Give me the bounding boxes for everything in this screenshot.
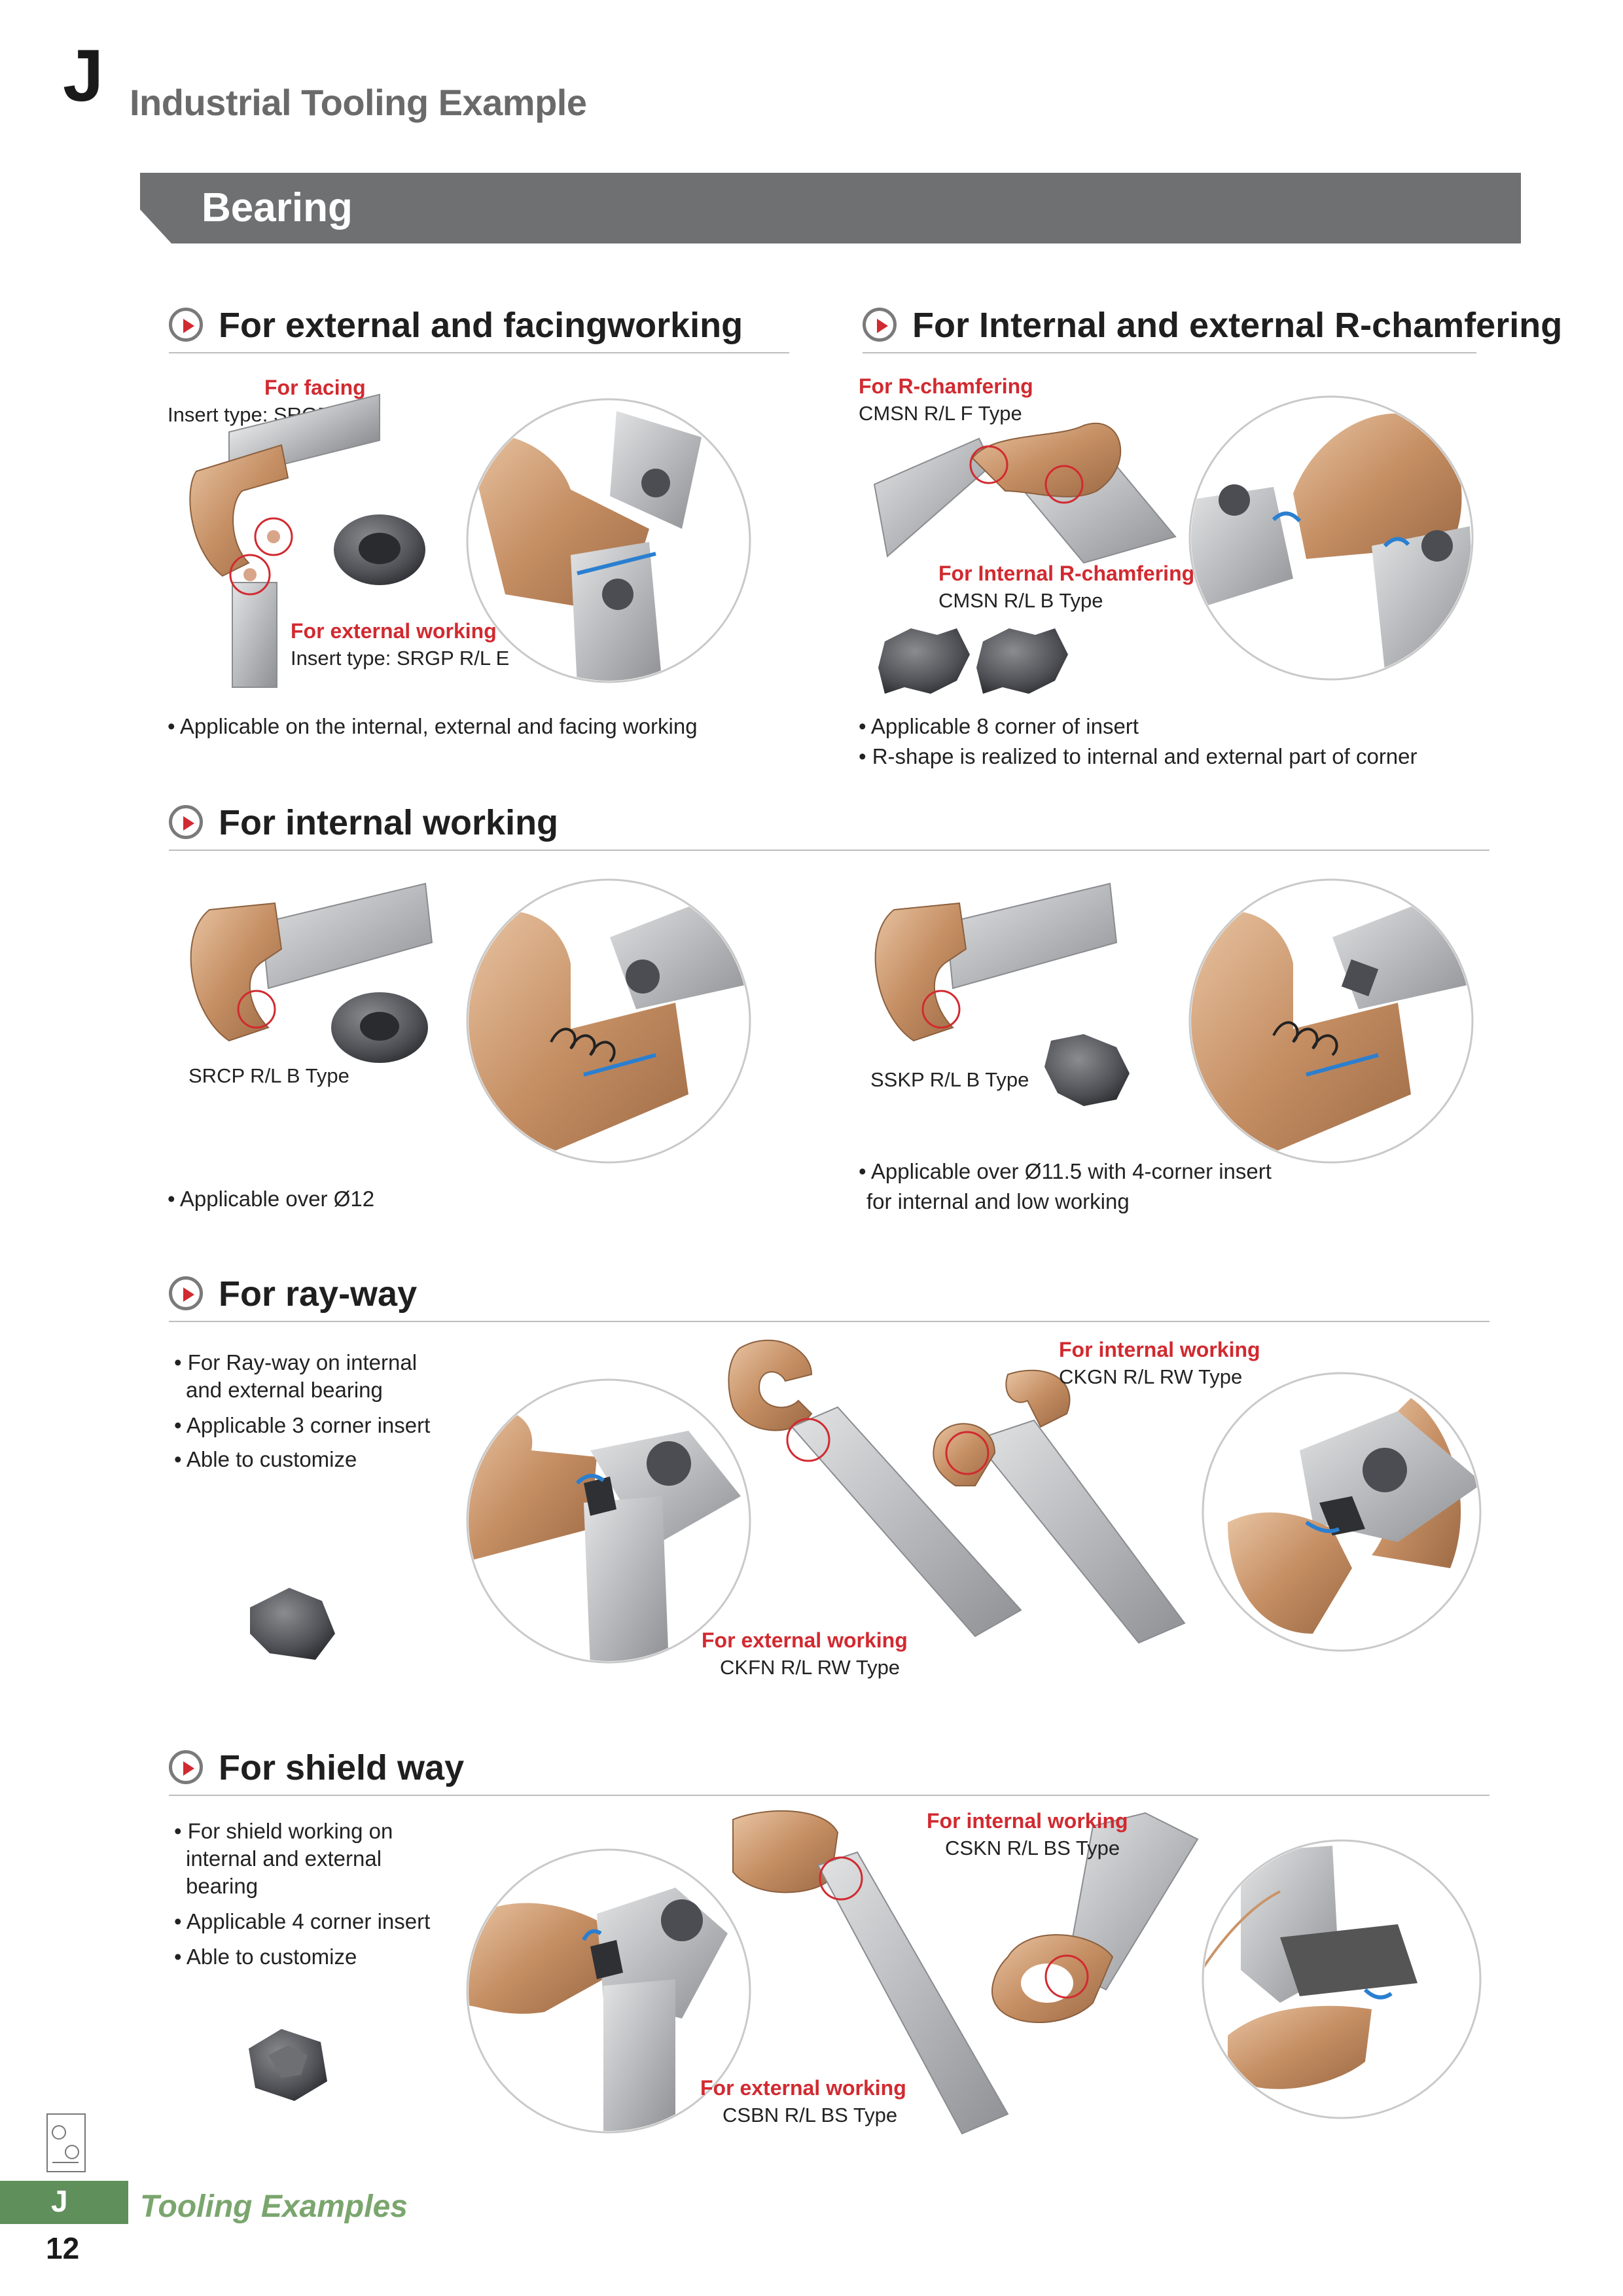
section-title-internal-working: For internal working [219,803,559,842]
bullet-ray-way-3: • Able to customize [174,1447,357,1471]
label-sskp-type: SSKP R/L B Type [870,1068,1029,1091]
label-r-chamfer-type: CMSN R/L F Type [859,402,1022,425]
label-shield-internal-type: CSKN R/L BS Type [945,1837,1120,1859]
bullet-shield-1c: bearing [186,1874,259,1898]
bullet-external-facing: • Applicable on the internal, external a… [168,714,698,738]
play-icon [169,308,203,342]
sskp-zoom-circle [1188,878,1474,1164]
facing-tool-illustration [189,393,425,688]
footer-thumbnail-icon [46,2113,86,2172]
bullet-ray-way-1b: and external bearing [186,1378,383,1402]
bullet-shield-1: • For shield working on [174,1819,393,1843]
label-ray-way-external: For external working [702,1628,908,1652]
chapter-title: Industrial Tooling Example [130,82,587,123]
label-ray-way-internal: For internal working [1059,1338,1260,1361]
label-for-external-working: For external working [291,619,497,643]
srcp-zoom-circle [466,878,751,1164]
label-srcp-type: SRCP R/L B Type [188,1064,349,1087]
section-rule [169,1795,1489,1796]
page-number: 12 [46,2231,80,2265]
section-banner [140,173,1521,243]
label-internal-r-chamfer-type: CMSN R/L B Type [938,589,1103,612]
ray-way-int-zoom-circle [1202,1372,1482,1652]
section-rule [169,352,789,353]
play-icon [863,308,897,342]
label-for-internal-r-chamfering: For Internal R-chamfering [938,562,1195,585]
bullet-r-chamfer-1: • Applicable 8 corner of insert [859,714,1139,738]
shield-way-insert [249,2029,327,2101]
ray-way-tools-illustration [728,1339,1186,1644]
label-shield-internal: For internal working [927,1809,1128,1833]
srcp-tool-illustration [190,882,433,1063]
ray-way-insert [250,1588,335,1660]
bullet-ray-way-1: • For Ray-way on internal [174,1350,418,1374]
facing-zoom-circle [466,398,751,683]
bullet-ray-way-2: • Applicable 3 corner insert [174,1413,431,1437]
r-chamfer-inserts [878,628,1068,694]
footer-chapter-tab [0,2181,128,2224]
section-title-external-facing: For external and facingworking [219,306,743,345]
section-rule [169,1321,1489,1322]
footer-section-name: Tooling Examples [140,2189,408,2224]
section-title-r-chamfering: For Internal and external R-chamfering [912,306,1563,345]
bullet-internal-right-2: for internal and low working [866,1189,1130,1213]
r-chamfer-tool-illustration [873,423,1177,564]
shield-way-int-zoom-circle [1202,1839,1482,2119]
label-for-facing: For facing [264,376,366,399]
shield-way-tools-illustration [732,1810,1199,2135]
section-title-shield-way: For shield way [219,1748,465,1787]
label-shield-external: For external working [700,2076,906,2100]
ray-way-ext-zoom-circle [466,1378,751,1664]
bullet-shield-1b: internal and external [186,1846,382,1871]
sskp-tool-illustration [874,882,1130,1106]
bullet-shield-2: • Applicable 4 corner insert [174,1909,431,1933]
label-ray-way-internal-type: CKGN R/L RW Type [1059,1365,1243,1388]
r-chamfer-zoom-circle [1188,395,1474,681]
section-rule [863,352,1476,353]
footer-tab-letter: J [51,2184,68,2218]
play-icon [169,1276,203,1310]
chapter-letter: J [63,35,104,117]
bullet-r-chamfer-2: • R-shape is realized to internal and ex… [859,744,1418,768]
play-icon [169,1750,203,1784]
shield-way-ext-zoom-circle [466,1848,751,2134]
bullet-internal-left: • Applicable over Ø12 [168,1187,375,1211]
section-title-ray-way: For ray-way [219,1274,418,1314]
section-rule [169,850,1489,851]
label-shield-external-type: CSBN R/L BS Type [722,2104,898,2126]
bullet-internal-right-1: • Applicable over Ø11.5 with 4-corner in… [859,1159,1272,1183]
label-for-r-chamfering: For R-chamfering [859,374,1033,398]
label-external-insert-type: Insert type: SRGP R/L E [291,647,510,670]
label-ray-way-external-type: CKFN R/L RW Type [720,1656,901,1679]
bullet-shield-3: • Able to customize [174,1945,357,1969]
play-icon [169,805,203,839]
banner-title: Bearing [202,185,353,230]
